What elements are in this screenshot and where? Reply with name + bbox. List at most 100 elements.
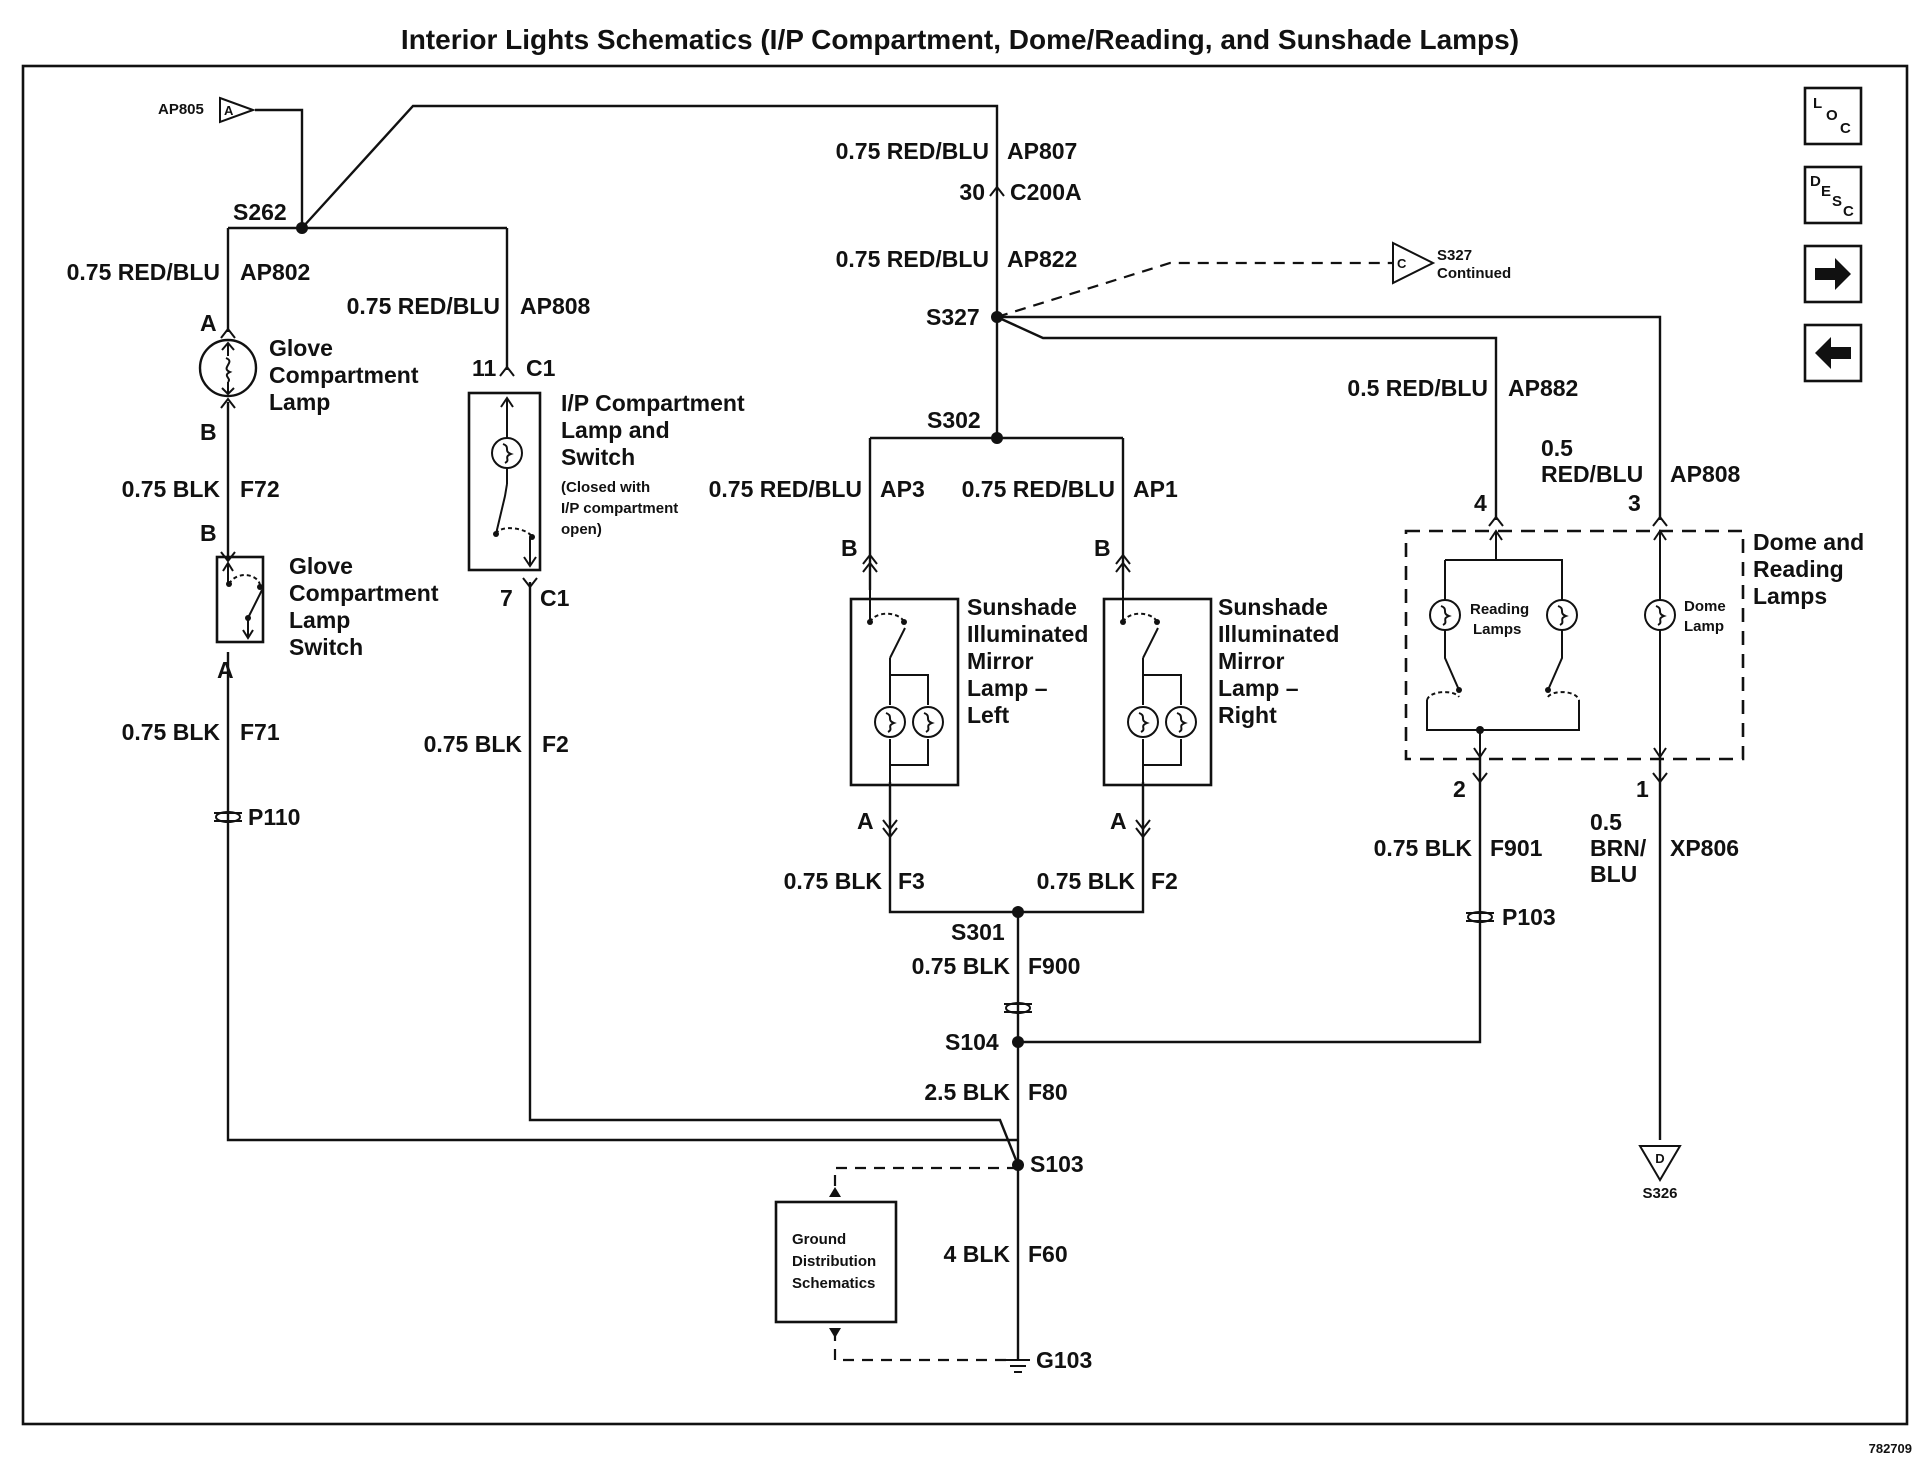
svg-text:S: S — [1832, 193, 1842, 210]
dome-pin-1: 1 — [1636, 776, 1649, 802]
splice-s327: S327 — [926, 304, 980, 330]
splice-s301: S301 — [951, 919, 1005, 945]
reading-lamps-label-2: Lamps — [1473, 621, 1521, 638]
ip-label-3: Switch — [561, 444, 635, 470]
glove-lamp-label-1: Glove — [269, 335, 333, 361]
wire-xp806-gauge1: 0.5 — [1590, 809, 1622, 835]
ground-distribution-link[interactable] — [774, 1187, 898, 1338]
wire-ap808r-gauge1: 0.5 — [1541, 435, 1573, 461]
splice-dot — [991, 432, 1003, 444]
splice-dot — [1012, 906, 1024, 918]
ip-label-1: I/P Compartment — [561, 390, 745, 416]
glove-lamp-pin-a: A — [200, 310, 217, 336]
offpage-connector-a[interactable] — [219, 96, 256, 124]
offpage-d-ref: S326 — [1642, 1185, 1677, 1202]
ground-box-label-3: Schematics — [792, 1275, 875, 1292]
svg-text:C: C — [1840, 120, 1851, 137]
sun-left-label-3: Mirror — [967, 648, 1034, 674]
figure-id: 782709 — [1869, 1441, 1912, 1456]
ip-conn-c1-bot: C1 — [540, 585, 570, 611]
ground-box-label-1: Ground — [792, 1231, 846, 1248]
sun-left-label-4: Lamp – — [967, 675, 1048, 701]
wire-f2-circuit: F2 — [542, 731, 569, 757]
dome-label-3: Lamps — [1753, 583, 1827, 609]
wire-f3-circuit: F3 — [898, 868, 925, 894]
wire-ap808r-circuit: AP808 — [1670, 461, 1741, 487]
wire-ap822-gauge: 0.75 RED/BLU — [836, 246, 989, 272]
arrow-right-icon — [1815, 258, 1851, 290]
glove-switch-label-4: Switch — [289, 634, 363, 660]
wire-f2-gauge: 0.75 BLK — [424, 731, 523, 757]
wire-ap3-gauge: 0.75 RED/BLU — [709, 476, 862, 502]
splice-dot — [991, 311, 1003, 323]
wire-f900-gauge: 0.75 BLK — [912, 953, 1011, 979]
glove-switch-label-2: Compartment — [289, 580, 439, 606]
back-button[interactable] — [1803, 323, 1863, 383]
wire-f72-gauge: 0.75 BLK — [122, 476, 221, 502]
dome-lamp-label-1: Dome — [1684, 598, 1726, 615]
splice-s262: S262 — [233, 199, 287, 225]
inline-connector-f900 — [1004, 1002, 1032, 1014]
ip-note-1: (Closed with — [561, 479, 650, 496]
glove-lamp — [198, 338, 258, 398]
sun-right-label-3: Mirror — [1218, 648, 1285, 674]
wire-f71-gauge: 0.75 BLK — [122, 719, 221, 745]
wire-ap822-circuit: AP822 — [1007, 246, 1077, 272]
ground-box-label-2: Distribution — [792, 1253, 876, 1270]
wire-ap808-circuit: AP808 — [520, 293, 591, 319]
next-button[interactable] — [1803, 244, 1863, 304]
dome-pin-2: 2 — [1453, 776, 1466, 802]
wire-ap1-circuit: AP1 — [1133, 476, 1178, 502]
dome-label-1: Dome and — [1753, 529, 1864, 555]
svg-text:E: E — [1821, 183, 1831, 200]
inline-connector-p110 — [214, 811, 242, 823]
wires — [226, 104, 1662, 1362]
glove-switch-label-1: Glove — [289, 553, 353, 579]
offpage-connector-c[interactable] — [1392, 241, 1436, 285]
glove-switch-label-3: Lamp — [289, 607, 350, 633]
wire-xp806-gauge2: BRN/ — [1590, 835, 1647, 861]
ip-conn-c1-top: C1 — [526, 355, 556, 381]
ground-symbol — [1006, 1359, 1030, 1373]
wire-f901-gauge: 0.75 BLK — [1374, 835, 1473, 861]
sun-left-label-1: Sunshade — [967, 594, 1077, 620]
ip-note-3: open) — [561, 521, 602, 538]
sun-right-pin-a: A — [1110, 808, 1127, 834]
wire-f71-circuit: F71 — [240, 719, 280, 745]
splice-s103: S103 — [1030, 1151, 1084, 1177]
sun-right-label-4: Lamp – — [1218, 675, 1299, 701]
diagram-title: Interior Lights Schematics (I/P Compartm… — [401, 24, 1519, 55]
wire-ap808-gauge: 0.75 RED/BLU — [347, 293, 500, 319]
wire-f80-gauge: 2.5 BLK — [924, 1079, 1010, 1105]
sun-left-pin-b: B — [841, 535, 858, 561]
ip-pin-7: 7 — [500, 585, 513, 611]
wire-f900-circuit: F900 — [1028, 953, 1080, 979]
dome-pin-4: 4 — [1474, 490, 1487, 516]
offpage-c-letter: C — [1397, 256, 1407, 271]
sun-right-label-5: Right — [1218, 702, 1277, 728]
splice-dot — [296, 222, 308, 234]
wire-xp806-gauge3: BLU — [1590, 861, 1637, 887]
dome-lamp-label-2: Lamp — [1684, 618, 1724, 635]
desc-button[interactable]: D E S C — [1803, 165, 1863, 225]
dome-label-2: Reading — [1753, 556, 1844, 582]
wire-f3-gauge: 0.75 BLK — [784, 868, 883, 894]
offpage-connector-d[interactable] — [1638, 1145, 1682, 1182]
splice-dot — [1012, 1159, 1024, 1171]
glove-switch-pin-a: A — [217, 657, 234, 683]
sun-left-label-2: Illuminated — [967, 621, 1088, 647]
wire-f72-circuit: F72 — [240, 476, 280, 502]
wire-ap802-gauge: 0.75 RED/BLU — [67, 259, 220, 285]
offpage-a-ref: AP805 — [158, 101, 204, 118]
wire-ap807-gauge: 0.75 RED/BLU — [836, 138, 989, 164]
arrow-left-icon — [1815, 337, 1851, 369]
splice-dot — [1012, 1036, 1024, 1048]
wire-f80-circuit: F80 — [1028, 1079, 1068, 1105]
inline-connector-p103 — [1466, 911, 1494, 923]
ground-g103: G103 — [1036, 1347, 1092, 1373]
sun-left-pin-a: A — [857, 808, 874, 834]
sun-left-label-5: Left — [967, 702, 1010, 728]
loc-button[interactable]: L O C — [1803, 86, 1863, 146]
glove-lamp-pin-b: B — [200, 419, 217, 445]
